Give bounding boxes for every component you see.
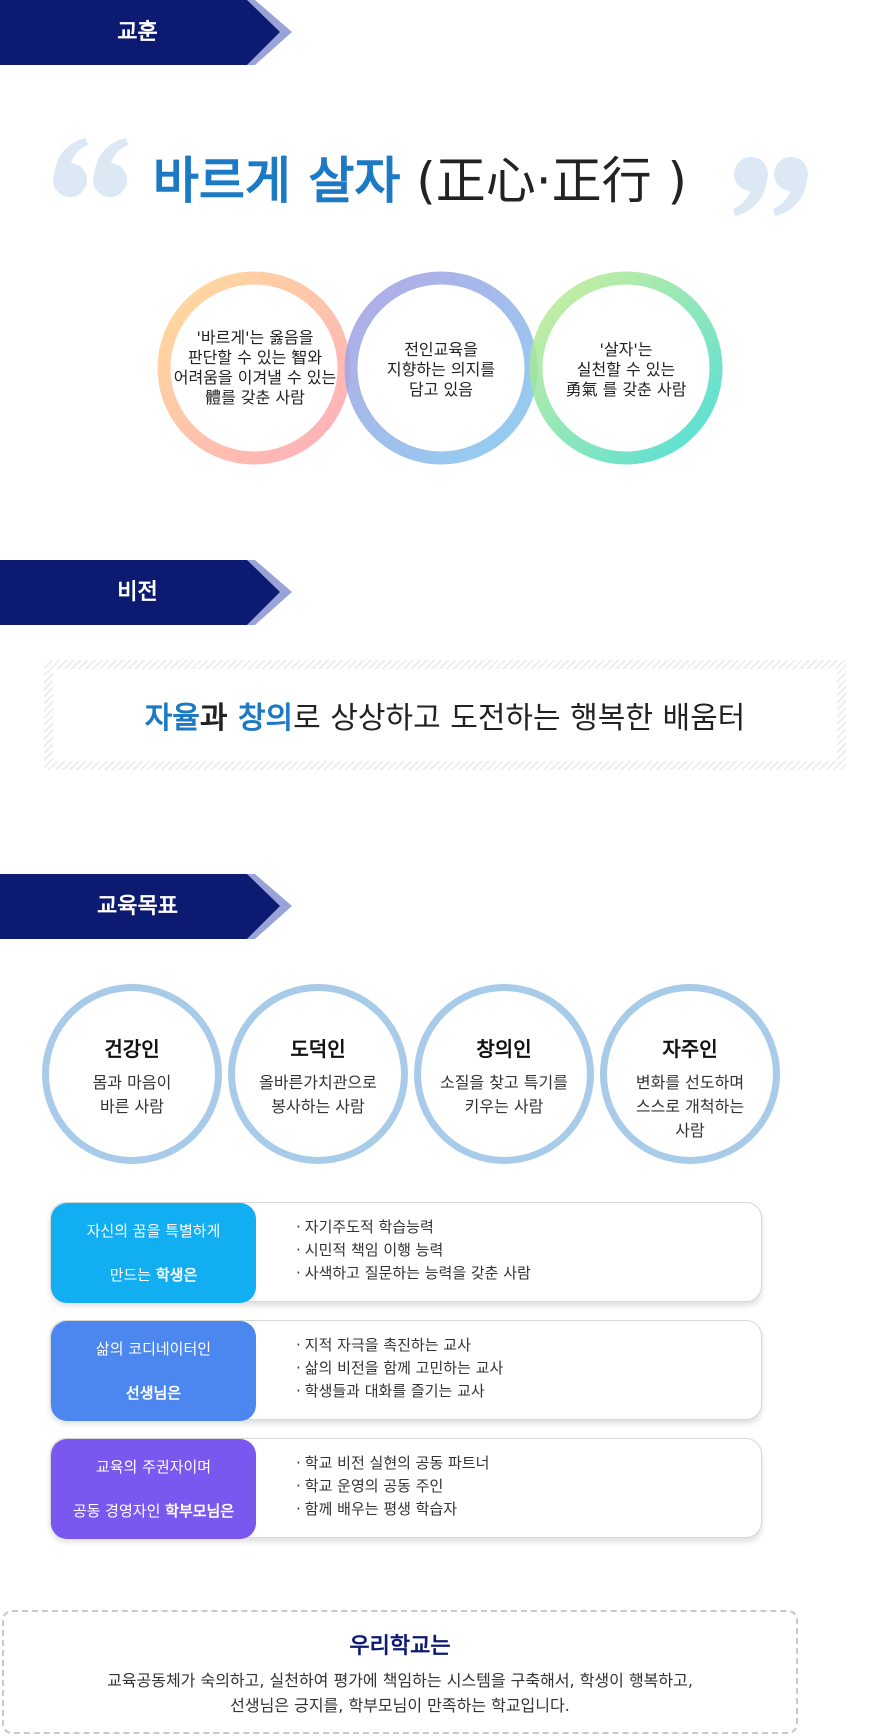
parent-card: 교육의 주권자이며 공동 경영자인 학부모님은 학교 비전 실현의 공동 파트너… xyxy=(50,1438,762,1539)
ring-3-text: '살자'는 실천할 수 있는 勇氣 를 갖춘 사람 xyxy=(565,340,687,399)
vision-section-header: 비전 xyxy=(0,560,292,625)
goal-circle-morality: 도덕인 올바른가치관으로 봉사하는 사람 xyxy=(228,984,408,1164)
motto-highlight: 바르게 살자 xyxy=(152,152,401,210)
close-quote-icon xyxy=(733,157,808,216)
section-title: 교훈 xyxy=(117,20,158,45)
goal-title: 건강인 xyxy=(104,1037,160,1061)
goal-desc: 올바른가치관으로 봉사하는 사람 xyxy=(259,1073,377,1116)
teacher-card: 삶의 코디네이터인 선생님은 지적 자극을 촉진하는 교사 삶의 비전을 함께 … xyxy=(50,1320,762,1421)
vision-word-creativity: 창의 xyxy=(237,701,294,736)
list-item: 학교 비전 실현의 공동 파트너 xyxy=(296,1452,490,1475)
section-title: 비전 xyxy=(117,580,158,605)
tag-line-1: 교육의 주권자이며 xyxy=(95,1458,212,1476)
list-item: 시민적 책임 이행 능력 xyxy=(296,1239,531,1262)
list-item: 함께 배우는 평생 학습자 xyxy=(296,1498,489,1521)
student-card: 자신의 꿈을 특별하게 만드는 학생은 자기주도적 학습능력 시민적 책임 이행… xyxy=(50,1202,762,1303)
ring-1-text: '바르게'는 옳음을 판단할 수 있는 智와 어려움을 이겨낼 수 있는 體를 … xyxy=(173,328,337,407)
goal-desc: 변화를 선도하며 스스로 개척하는 사람 xyxy=(635,1073,745,1140)
list-item: 자기주도적 학습능력 xyxy=(296,1216,531,1239)
goal-title: 자주인 xyxy=(662,1037,718,1061)
parent-tag: 교육의 주권자이며 공동 경영자인 학부모님은 xyxy=(51,1439,256,1539)
goal-desc: 소질을 찾고 특기를 키우는 사람 xyxy=(440,1073,568,1116)
banner-shape xyxy=(0,874,292,939)
goal-circle-independence: 자주인 변화를 선도하며 스스로 개척하는 사람 xyxy=(600,984,780,1164)
vision-rest: 로 상상하고 도전하는 행복한 배움터 xyxy=(293,701,746,736)
student-traits: 자기주도적 학습능력 시민적 책임 이행 능력 사색하고 질문하는 능력을 갖춘… xyxy=(296,1216,531,1285)
goal-circle-creativity: 창의인 소질을 찾고 특기를 키우는 사람 xyxy=(414,984,594,1164)
vision-word-autonomy: 자율 xyxy=(144,701,200,736)
tag-line-2: 공동 경영자인 xyxy=(72,1502,166,1520)
tag-line-2: 만드는 xyxy=(109,1266,156,1284)
banner-shape xyxy=(0,560,292,625)
goal-title: 창의인 xyxy=(476,1037,532,1061)
teacher-traits: 지적 자극을 촉진하는 교사 삶의 비전을 함께 고민하는 교사 학생들과 대화… xyxy=(296,1334,503,1403)
tag-line-1: 자신의 꿈을 특별하게 xyxy=(86,1222,221,1240)
tag-line-1: 삶의 코디네이터인 xyxy=(95,1340,212,1358)
motto-rings xyxy=(157,271,723,465)
school-summary-title: 우리학교는 xyxy=(349,1634,451,1659)
motto-section-header: 교훈 xyxy=(0,0,292,65)
motto-hanja: (正心·正行 ) xyxy=(416,152,688,210)
vision-joiner: 과 xyxy=(199,701,238,736)
motto-title: 바르게 살자 (正心·正行 ) xyxy=(120,146,720,216)
list-item: 지적 자극을 촉진하는 교사 xyxy=(296,1334,503,1357)
banner-shape xyxy=(0,0,292,65)
goal-desc: 몸과 마음이 바른 사람 xyxy=(92,1073,172,1116)
list-item: 학생들과 대화를 즐기는 교사 xyxy=(296,1380,503,1403)
goal-circle-health: 건강인 몸과 마음이 바른 사람 xyxy=(42,984,222,1164)
tag-role: 선생님은 xyxy=(125,1384,182,1402)
list-item: 학교 운영의 공동 주인 xyxy=(296,1475,489,1498)
school-summary-desc: 교육공동체가 숙의하고, 실천하여 평가에 책임하는 시스템을 구축해서, 학생… xyxy=(107,1671,693,1715)
list-item: 삶의 비전을 함께 고민하는 교사 xyxy=(296,1357,503,1380)
student-tag: 자신의 꿈을 특별하게 만드는 학생은 xyxy=(51,1203,256,1303)
parent-traits: 학교 비전 실현의 공동 파트너 학교 운영의 공동 주인 함께 배우는 평생 … xyxy=(296,1452,490,1521)
open-quote-icon xyxy=(53,138,128,197)
teacher-tag: 삶의 코디네이터인 선생님은 xyxy=(51,1321,256,1421)
ring-1 xyxy=(157,271,351,465)
tag-role: 학부모님은 xyxy=(165,1502,235,1520)
tag-role: 학생은 xyxy=(155,1266,198,1284)
school-summary-box: 우리학교는 교육공동체가 숙의하고, 실천하여 평가에 책임하는 시스템을 구축… xyxy=(2,1610,798,1734)
ring-2-text: 전인교육을 지향하는 의지를 담고 있음 xyxy=(386,340,496,399)
list-item: 사색하고 질문하는 능력을 갖춘 사람 xyxy=(296,1262,531,1285)
section-title: 교육목표 xyxy=(97,894,178,919)
goals-section-header: 교육목표 xyxy=(0,874,292,939)
ring-3 xyxy=(529,271,723,465)
goal-title: 도덕인 xyxy=(290,1037,346,1061)
